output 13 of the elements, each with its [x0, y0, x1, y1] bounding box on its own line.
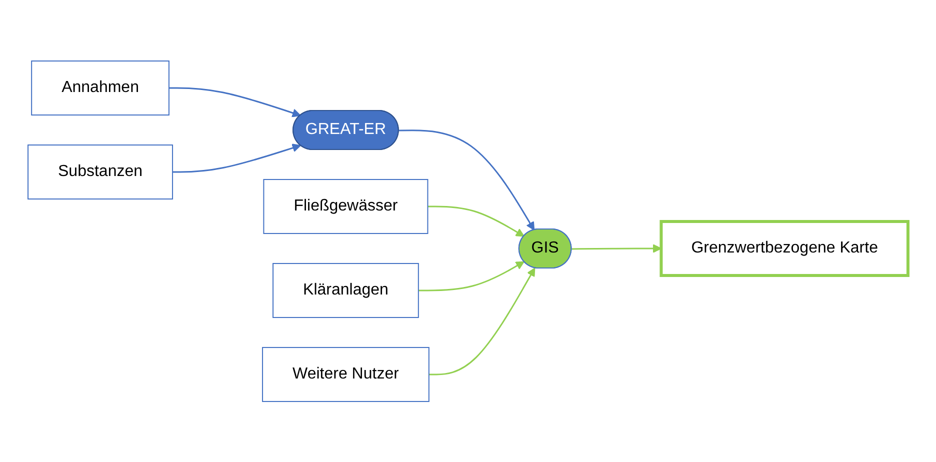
arrow — [418, 261, 524, 291]
node-box: Kläranlagen — [272, 262, 419, 318]
node-box: Annahmen — [31, 60, 170, 116]
arrow — [428, 267, 536, 375]
arrow — [172, 143, 301, 172]
node-box: Grenzwertbezogene Karte — [660, 220, 910, 277]
arrow — [572, 244, 662, 253]
arrow — [398, 129, 535, 230]
node-box: Substanzen — [28, 144, 174, 200]
arrow — [168, 87, 301, 117]
node-box: Fließgewässer — [263, 178, 428, 234]
arrow — [428, 206, 524, 236]
node-box: Weitere Nutzer — [262, 346, 430, 402]
